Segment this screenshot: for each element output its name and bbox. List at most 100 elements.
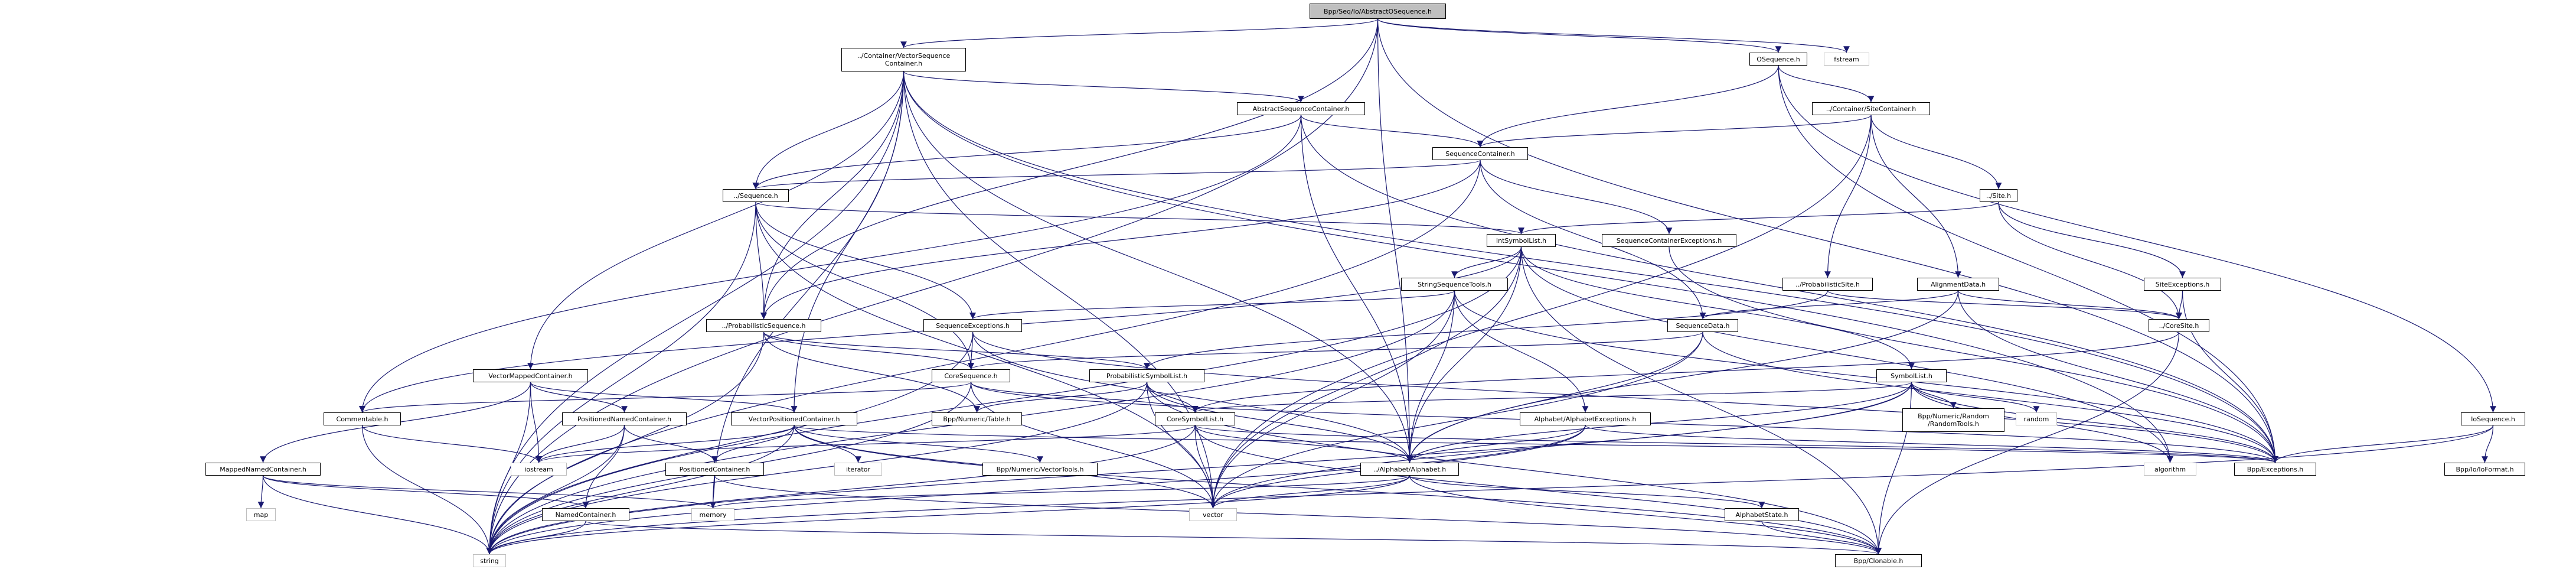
edge-coresite-to-csl — [1191, 331, 2180, 413]
edge-vsc-to-memory — [710, 71, 905, 509]
node-sce[interactable]: SequenceContainerExceptions.h — [1602, 234, 1736, 247]
edge-oseq-to-ioseq — [1778, 65, 2496, 413]
node-coresite[interactable]: ../CoreSite.h — [2149, 319, 2209, 332]
node-coreseq[interactable]: CoreSequence.h — [932, 369, 1010, 382]
edge-isl-to-sst — [1451, 246, 1522, 278]
edge-nc-to-clon — [585, 521, 1882, 555]
edge-sl-to-exc — [1911, 382, 2278, 463]
edge-pc-to-clon — [714, 475, 1882, 555]
edge-asc-to-seqc — [1300, 115, 1484, 148]
node-ad[interactable]: AlignmentData.h — [1917, 278, 1999, 291]
node-pnc[interactable]: PositionedNamedContainer.h — [562, 412, 687, 425]
node-psl[interactable]: ProbabilisticSymbolList.h — [1089, 369, 1204, 382]
edge-csl-to-iostream — [536, 425, 1196, 463]
edge-alex-to-exc — [1585, 425, 2278, 463]
node-rand[interactable]: Bpp/Numeric/Random /RandomTools.h — [1902, 408, 2004, 432]
edge-alex-to-string — [486, 425, 1586, 555]
node-alst[interactable]: AlphabetState.h — [1725, 508, 1799, 521]
node-seqc[interactable]: SequenceContainer.h — [1432, 147, 1528, 160]
edge-pseq-to-table — [763, 331, 980, 413]
node-siteex[interactable]: SiteExceptions.h — [2144, 278, 2221, 291]
node-csl[interactable]: CoreSymbolList.h — [1155, 412, 1235, 425]
node-exc[interactable]: Bpp/Exceptions.h — [2234, 463, 2316, 476]
node-iostream: iostream — [511, 463, 567, 476]
edge-isl-to-vector — [1210, 246, 1522, 509]
node-sd[interactable]: SequenceData.h — [1667, 319, 1738, 332]
edge-vpc-to-vt — [794, 425, 1043, 463]
node-oseq[interactable]: OSequence.h — [1749, 53, 1807, 66]
node-map: map — [246, 508, 276, 521]
node-isl[interactable]: IntSymbolList.h — [1487, 234, 1556, 247]
edge-pseq-to-coreseq — [763, 331, 974, 370]
edge-coreseq-to-csl — [970, 382, 1199, 413]
node-psite[interactable]: ../ProbabilisticSite.h — [1782, 278, 1873, 291]
edge-sitec-to-ad — [1870, 115, 1961, 278]
node-root[interactable]: Bpp/Seq/Io/AbstractOSequence.h — [1310, 4, 1446, 19]
edge-vpc-to-string — [486, 425, 795, 555]
edge-seq-to-coreseq — [755, 201, 974, 370]
edge-isl-to-sl — [1520, 246, 1915, 370]
edge-mnc-to-nc — [262, 475, 589, 509]
edge-ad-to-coresite — [1957, 290, 2182, 320]
node-seq[interactable]: ../Sequence.h — [723, 189, 789, 202]
node-asc[interactable]: AbstractSequenceContainer.h — [1237, 102, 1365, 115]
edge-seq-to-vector — [755, 201, 1216, 509]
edge-pseq-to-string — [486, 331, 765, 555]
edge-asc-to-comm — [359, 115, 1302, 413]
node-vmc[interactable]: VectorMappedContainer.h — [473, 369, 588, 382]
edge-vsc-to-vmc — [527, 71, 905, 370]
edge-sl-to-random — [1911, 382, 2040, 413]
node-pseq[interactable]: ../ProbabilisticSequence.h — [706, 319, 821, 332]
node-clon[interactable]: Bpp/Clonable.h — [1835, 554, 1922, 567]
edge-sitec-to-seqc — [1477, 115, 1872, 148]
node-random: random — [2016, 412, 2057, 425]
node-vt[interactable]: Bpp/Numeric/VectorTools.h — [982, 463, 1098, 476]
node-comm[interactable]: Commentable.h — [324, 412, 401, 425]
edge-alpha-to-clon — [1409, 475, 1882, 555]
node-string: string — [473, 554, 506, 567]
edge-seqc-to-sd — [1480, 160, 1706, 320]
edge-alex-to-alpha — [1406, 425, 1586, 463]
edge-root-to-exc — [1377, 18, 2278, 463]
node-alpha[interactable]: ../Alphabet/Alphabet.h — [1360, 463, 1459, 476]
node-pc[interactable]: PositionedContainer.h — [665, 463, 764, 476]
node-vpc[interactable]: VectorPositionedContainer.h — [731, 412, 857, 425]
edge-sitec-to-psite — [1824, 115, 1872, 278]
edge-seq-to-isl — [755, 201, 1524, 235]
node-ioseq[interactable]: IoSequence.h — [2461, 412, 2525, 425]
edge-seqex-to-exc — [972, 331, 2278, 463]
node-table[interactable]: Bpp/Numeric/Table.h — [932, 412, 1022, 425]
edge-alpha-to-alst — [1409, 475, 1765, 509]
edge-oseq-to-sitec — [1778, 65, 1875, 103]
node-seqex[interactable]: SequenceExceptions.h — [923, 319, 1022, 332]
edge-csl-to-string — [486, 425, 1196, 555]
edge-oseq-to-seqc — [1477, 65, 1779, 148]
edge-seqc-to-pseq — [760, 160, 1481, 320]
edge-vsc-to-string — [486, 71, 905, 555]
node-sitec[interactable]: ../Container/SiteContainer.h — [1812, 102, 1930, 115]
node-iofmt[interactable]: Bpp/Io/IoFormat.h — [2444, 463, 2525, 476]
edge-sst-to-exc — [1454, 290, 2278, 463]
node-vsc[interactable]: ../Container/VectorSequence Container.h — [841, 48, 966, 71]
edge-siteex-to-coresite — [2176, 290, 2183, 320]
edge-vsc-to-asc — [903, 71, 1304, 103]
node-algorithm: algorithm — [2144, 463, 2196, 476]
edge-isl-to-alpha — [1406, 246, 1522, 463]
node-sl[interactable]: SymbolList.h — [1876, 369, 1947, 382]
edge-siteex-to-exc — [2182, 290, 2278, 463]
edge-root-to-vsc — [900, 18, 1379, 48]
edge-vsc-to-algorithm — [903, 71, 2173, 463]
edge-asc-to-alpha — [1300, 115, 1413, 463]
edge-sst-to-vector — [1210, 290, 1455, 509]
node-alex[interactable]: Alphabet/AlphabetExceptions.h — [1520, 412, 1651, 425]
node-sst[interactable]: StringSequenceTools.h — [1401, 278, 1508, 291]
edge-asc-to-seq — [752, 115, 1302, 190]
edge-seq-to-pseq — [755, 201, 767, 320]
node-mnc[interactable]: MappedNamedContainer.h — [205, 463, 321, 476]
node-site[interactable]: ../Site.h — [1980, 189, 2017, 202]
edge-sl-to-rand — [1911, 382, 1957, 409]
node-nc[interactable]: NamedContainer.h — [542, 508, 629, 521]
edge-sce-to-exc — [1669, 246, 2278, 463]
